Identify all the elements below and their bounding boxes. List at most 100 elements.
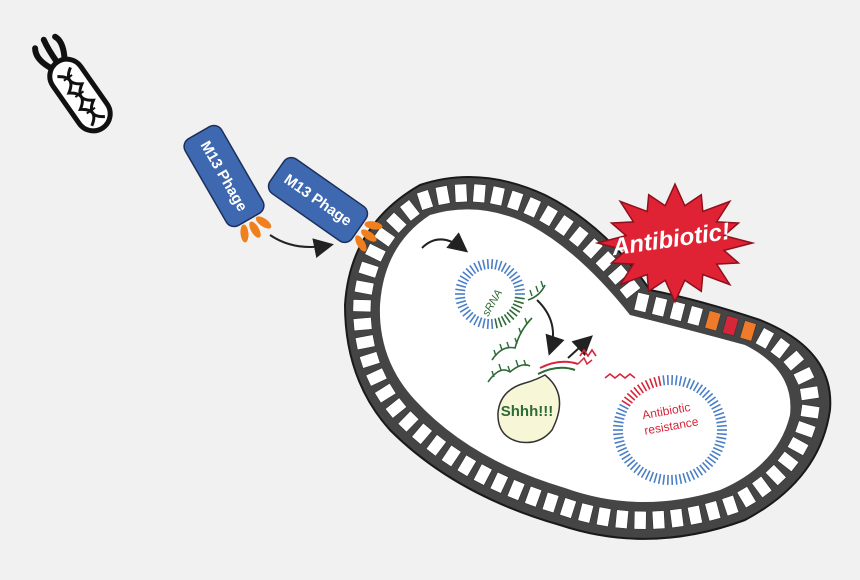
strand-tick bbox=[499, 343, 503, 351]
arrow-icon bbox=[421, 232, 469, 253]
membrane-segment bbox=[538, 204, 559, 227]
membrane-segment bbox=[721, 315, 740, 337]
membrane-segment bbox=[607, 263, 630, 286]
plasmid-tick bbox=[640, 468, 648, 479]
resistance-fragment bbox=[604, 372, 636, 380]
plasmid-tick bbox=[649, 471, 655, 482]
membrane-segment bbox=[506, 479, 526, 502]
plasmid-tick bbox=[689, 379, 696, 390]
mrna-duplex bbox=[537, 356, 593, 375]
plasmid-tick bbox=[514, 288, 525, 292]
membrane-segment bbox=[668, 300, 686, 322]
plasmid-tick bbox=[494, 259, 498, 270]
plasmid-tick bbox=[711, 403, 721, 410]
plasmid-tick bbox=[459, 306, 470, 313]
membrane-segment bbox=[352, 316, 373, 332]
plasmid-tick bbox=[699, 464, 707, 474]
strand-tick bbox=[535, 285, 539, 293]
membrane-segment bbox=[776, 450, 800, 473]
membrane-segment bbox=[411, 422, 433, 445]
membrane-segment bbox=[416, 189, 434, 211]
plasmid-tick bbox=[455, 288, 466, 292]
plasmid-tick bbox=[711, 450, 721, 457]
arrow-icon bbox=[536, 299, 565, 356]
plasmid-tick bbox=[621, 453, 631, 461]
plasmid-tick bbox=[510, 306, 521, 313]
plasmid-tick bbox=[613, 420, 624, 424]
plasmid-tick bbox=[704, 392, 714, 401]
membrane-segment bbox=[541, 491, 560, 514]
plasmid-tick bbox=[490, 318, 494, 329]
plasmid-tick bbox=[707, 456, 717, 464]
plasmid-tick bbox=[636, 466, 644, 476]
membrane-segment bbox=[577, 502, 595, 524]
plasmid-tick bbox=[500, 262, 507, 273]
burst-icon: Antibiotic! bbox=[594, 182, 756, 304]
membrane-segment bbox=[456, 454, 477, 477]
plasmid-tick bbox=[678, 375, 683, 387]
plasmid-tick bbox=[510, 275, 521, 282]
plasmid-tick bbox=[657, 375, 662, 387]
plasmid-tick bbox=[644, 470, 651, 481]
membrane-segment bbox=[397, 410, 420, 433]
membrane-segment bbox=[354, 334, 376, 351]
plasmid-tick bbox=[640, 381, 648, 392]
strand-tick bbox=[523, 359, 527, 367]
plasmid-tick bbox=[626, 459, 636, 468]
plasmid-tick bbox=[469, 264, 477, 275]
plasmid-tick bbox=[619, 403, 629, 410]
membrane-segment bbox=[384, 397, 408, 419]
plasmid-tick bbox=[477, 317, 483, 328]
plasmid-tick bbox=[506, 311, 515, 321]
plasmid-tick bbox=[613, 432, 624, 436]
membrane-segment bbox=[686, 504, 703, 526]
membrane-segment bbox=[704, 500, 722, 522]
membrane-segment bbox=[799, 403, 821, 420]
membrane-segment bbox=[506, 189, 525, 212]
membrane-segment bbox=[352, 299, 372, 313]
membrane-segment bbox=[440, 444, 462, 468]
membrane-segment bbox=[553, 214, 575, 237]
plasmid-tick bbox=[512, 279, 523, 285]
arrow-icon bbox=[269, 234, 334, 258]
plasmid-tick bbox=[617, 446, 628, 453]
plasmid-tick bbox=[707, 396, 717, 404]
plasmid-tick bbox=[494, 318, 498, 329]
membrane-segment bbox=[559, 497, 577, 519]
membrane-segment bbox=[686, 305, 704, 327]
plasmid-tick bbox=[712, 446, 723, 453]
plasmid-tick bbox=[709, 399, 719, 407]
plasmid-tick bbox=[462, 309, 472, 317]
plasmid-tick bbox=[503, 264, 511, 275]
plasmid-tick bbox=[486, 318, 490, 329]
plasmid-tick bbox=[653, 376, 658, 387]
membrane-segment bbox=[374, 382, 397, 404]
plasmid-tick bbox=[513, 299, 524, 305]
strand-tick bbox=[518, 327, 522, 335]
membrane-segment bbox=[651, 510, 666, 530]
plasmid-tick bbox=[617, 407, 628, 414]
plasmid-tick bbox=[506, 267, 515, 277]
plasmid-tick bbox=[615, 411, 626, 417]
bacteriophage-icon bbox=[32, 33, 113, 134]
membrane-segment bbox=[358, 351, 381, 369]
membrane-segment bbox=[794, 420, 817, 439]
plasmid-tick bbox=[701, 461, 711, 471]
mrna-fragment bbox=[579, 348, 597, 358]
plasmid-tick bbox=[633, 386, 641, 396]
membrane-segment bbox=[633, 510, 647, 530]
membrane-segment bbox=[792, 366, 816, 386]
strand-tick bbox=[515, 359, 519, 367]
plasmid-tick bbox=[512, 303, 523, 309]
plasmid-tick bbox=[629, 461, 639, 471]
membrane-segment bbox=[472, 463, 493, 486]
membrane-segment bbox=[454, 183, 468, 203]
plasmid-tick bbox=[714, 411, 725, 417]
membrane-segment bbox=[489, 185, 506, 207]
membrane-segment bbox=[472, 183, 487, 204]
plasmid-tick bbox=[473, 262, 480, 273]
plasmid-tick bbox=[636, 384, 644, 394]
plasmid-tick bbox=[456, 283, 467, 289]
plasmid-tick bbox=[455, 296, 466, 300]
